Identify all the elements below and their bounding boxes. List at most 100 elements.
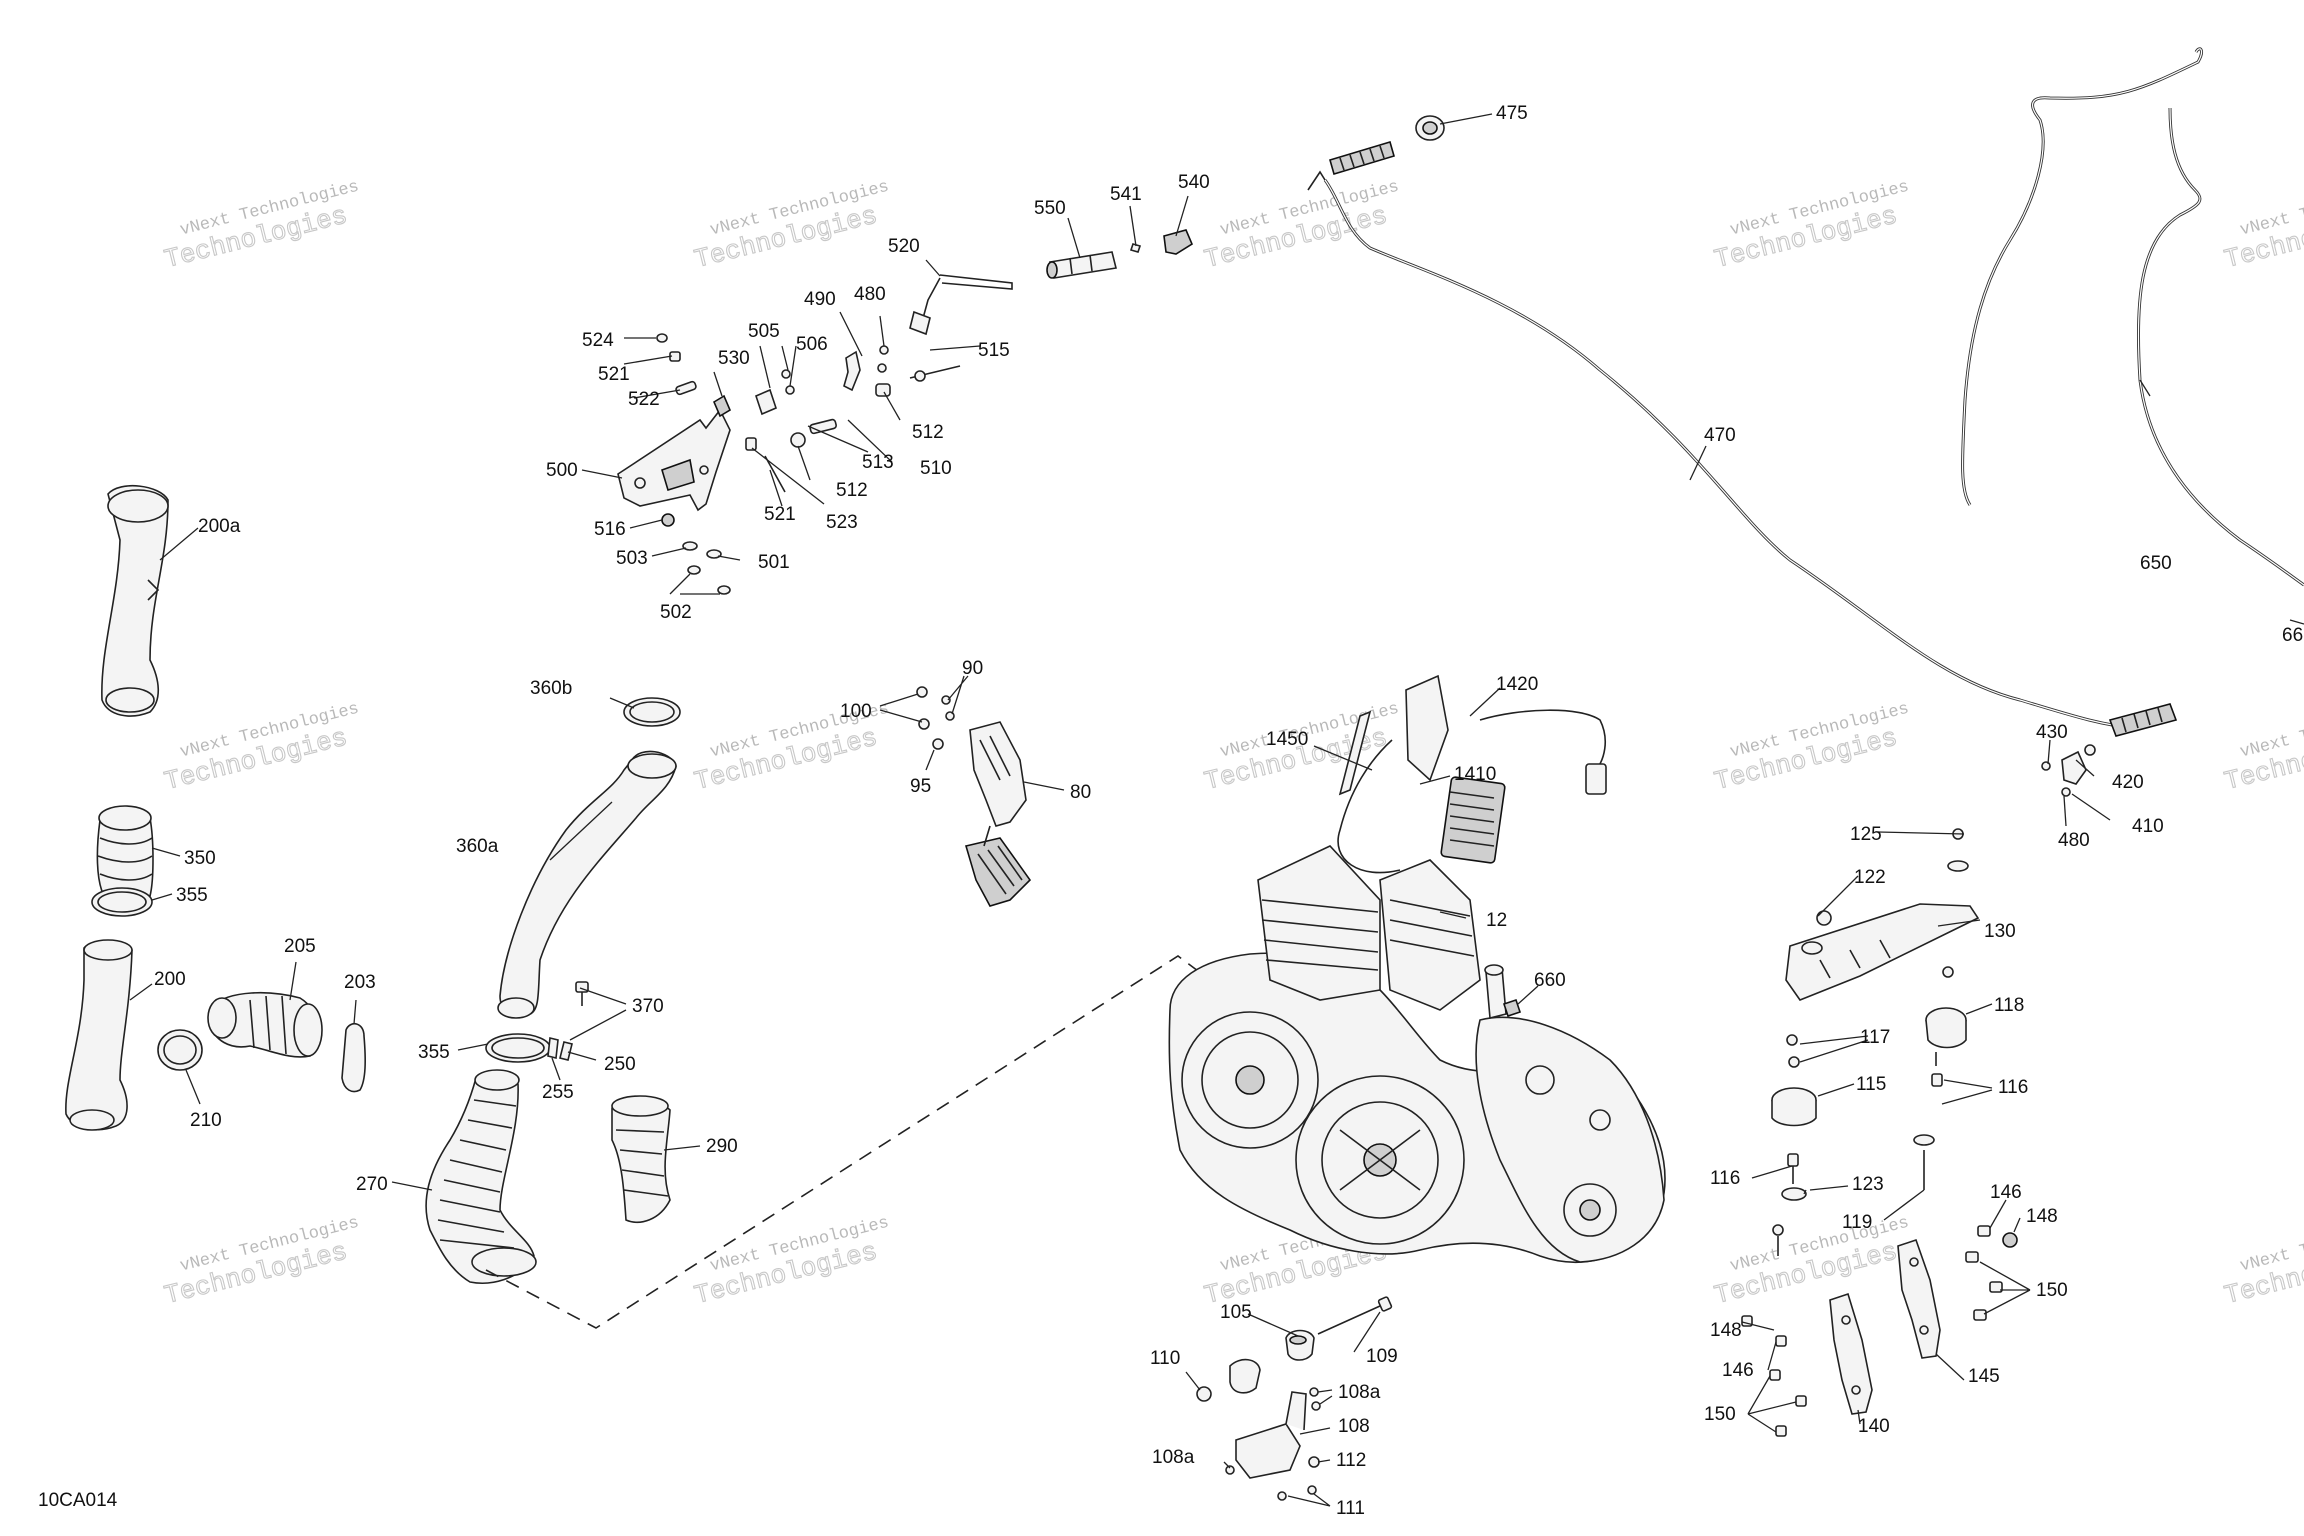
- callout-410: 410: [2132, 816, 2164, 837]
- callout-112: 112: [1336, 1450, 1366, 1471]
- callout-118: 118: [1994, 995, 2024, 1016]
- part-145-bracket: [1897, 1238, 1941, 1359]
- callout-140: 140: [1858, 1416, 1890, 1437]
- callout-80: 80: [1070, 782, 1091, 803]
- callout-210: 210: [190, 1110, 222, 1131]
- part-270-corrugated-duct: [425, 1069, 537, 1284]
- part-355-clamp: [91, 887, 153, 917]
- callout-290: 290: [706, 1136, 738, 1157]
- part-290-air-duct: [611, 1095, 671, 1224]
- cable-spring-lower: [2108, 703, 2178, 737]
- callout-530: 530: [718, 348, 750, 369]
- callout-108a-b: 108a: [1152, 1447, 1195, 1468]
- callout-95: 95: [910, 776, 931, 797]
- small-hardware-bracket: [656, 333, 961, 595]
- part-360b-cap: [623, 697, 681, 727]
- callout-521: 521: [598, 364, 630, 385]
- part-550-throttle-sleeve: [1046, 251, 1117, 279]
- assembly-relation-line: [485, 955, 1211, 1329]
- part-205-elbow: [207, 991, 323, 1058]
- callout-505: 505: [748, 321, 780, 342]
- callout-100: 100: [840, 701, 872, 722]
- callout-520: 520: [888, 236, 920, 257]
- callout-203: 203: [344, 972, 376, 993]
- callout-521b: 521: [764, 504, 796, 525]
- callout-500: 500: [546, 460, 578, 481]
- callout-490: 490: [804, 289, 836, 310]
- part-210-clamp: [157, 1029, 203, 1071]
- callout-115: 115: [1856, 1074, 1886, 1095]
- callout-501: 501: [758, 552, 790, 573]
- callout-122: 122: [1854, 867, 1886, 888]
- callout-108: 108: [1338, 1416, 1370, 1437]
- part-80-accelerator-pedal: [964, 721, 1032, 907]
- callout-370: 370: [632, 996, 664, 1017]
- callout-510: 510: [920, 458, 952, 479]
- part-540-cover: [1163, 229, 1194, 255]
- callout-480b: 480: [2058, 830, 2090, 851]
- part-410-420-bracket: [2041, 744, 2096, 797]
- part-110-nut: [1196, 1386, 1212, 1402]
- part-541-clip: [1129, 243, 1142, 253]
- mount-hardware: [1771, 828, 1969, 1256]
- part-130-mount-bracket: [1785, 903, 1980, 1001]
- callout-512b: 512: [836, 480, 868, 501]
- leader-lines: [129, 113, 2304, 1507]
- callout-360b: 360b: [530, 678, 572, 699]
- brake-line-650: [1961, 47, 2304, 587]
- callout-523: 523: [826, 512, 858, 533]
- callout-145: 145: [1968, 1366, 2000, 1387]
- callout-150b: 150: [1704, 1404, 1736, 1425]
- cable-spring-upper: [1329, 141, 1395, 175]
- callout-148b: 148: [1710, 1320, 1742, 1341]
- callout-430: 430: [2036, 722, 2068, 743]
- part-140-bracket: [1829, 1292, 1873, 1415]
- callout-125: 125: [1850, 824, 1882, 845]
- callout-146b: 146: [1722, 1360, 1754, 1381]
- callout-506: 506: [796, 334, 828, 355]
- callout-205: 205: [284, 936, 316, 957]
- callout-420: 420: [2112, 772, 2144, 793]
- callout-1410: 1410: [1454, 764, 1496, 785]
- callout-117: 117: [1860, 1027, 1890, 1048]
- callout-255: 255: [542, 1082, 574, 1103]
- callout-1450: 1450: [1266, 729, 1308, 750]
- part-500-bracket: [617, 408, 731, 512]
- callout-12: 12: [1486, 910, 1507, 931]
- callout-105: 105: [1220, 1302, 1252, 1323]
- callout-516: 516: [594, 519, 626, 540]
- callout-515: 515: [978, 340, 1010, 361]
- callout-475: 475: [1496, 103, 1528, 124]
- part-370-250-255-hardware: [547, 981, 589, 1061]
- callout-116b: 116: [1710, 1168, 1740, 1189]
- callout-660: 660: [1534, 970, 1566, 991]
- callout-360a: 360a: [456, 836, 499, 857]
- part-203-ring: [341, 1023, 366, 1093]
- callout-110: 110: [1150, 1348, 1180, 1369]
- callout-355: 355: [176, 885, 208, 906]
- callout-480: 480: [854, 284, 886, 305]
- callout-200: 200: [154, 969, 186, 990]
- callout-labels: 475 541 540 550 520 470 650 490 480 505 …: [154, 103, 2303, 1519]
- callout-90: 90: [962, 658, 983, 679]
- part-200-air-duct: [65, 939, 133, 1131]
- part-360a-air-duct: [497, 750, 677, 1019]
- part-105-isolator: [1229, 1329, 1315, 1394]
- callout-66-partial: 66: [2282, 625, 2303, 646]
- callout-355b: 355: [418, 1042, 450, 1063]
- callout-130: 130: [1984, 921, 2016, 942]
- callout-108a: 108a: [1338, 1382, 1381, 1403]
